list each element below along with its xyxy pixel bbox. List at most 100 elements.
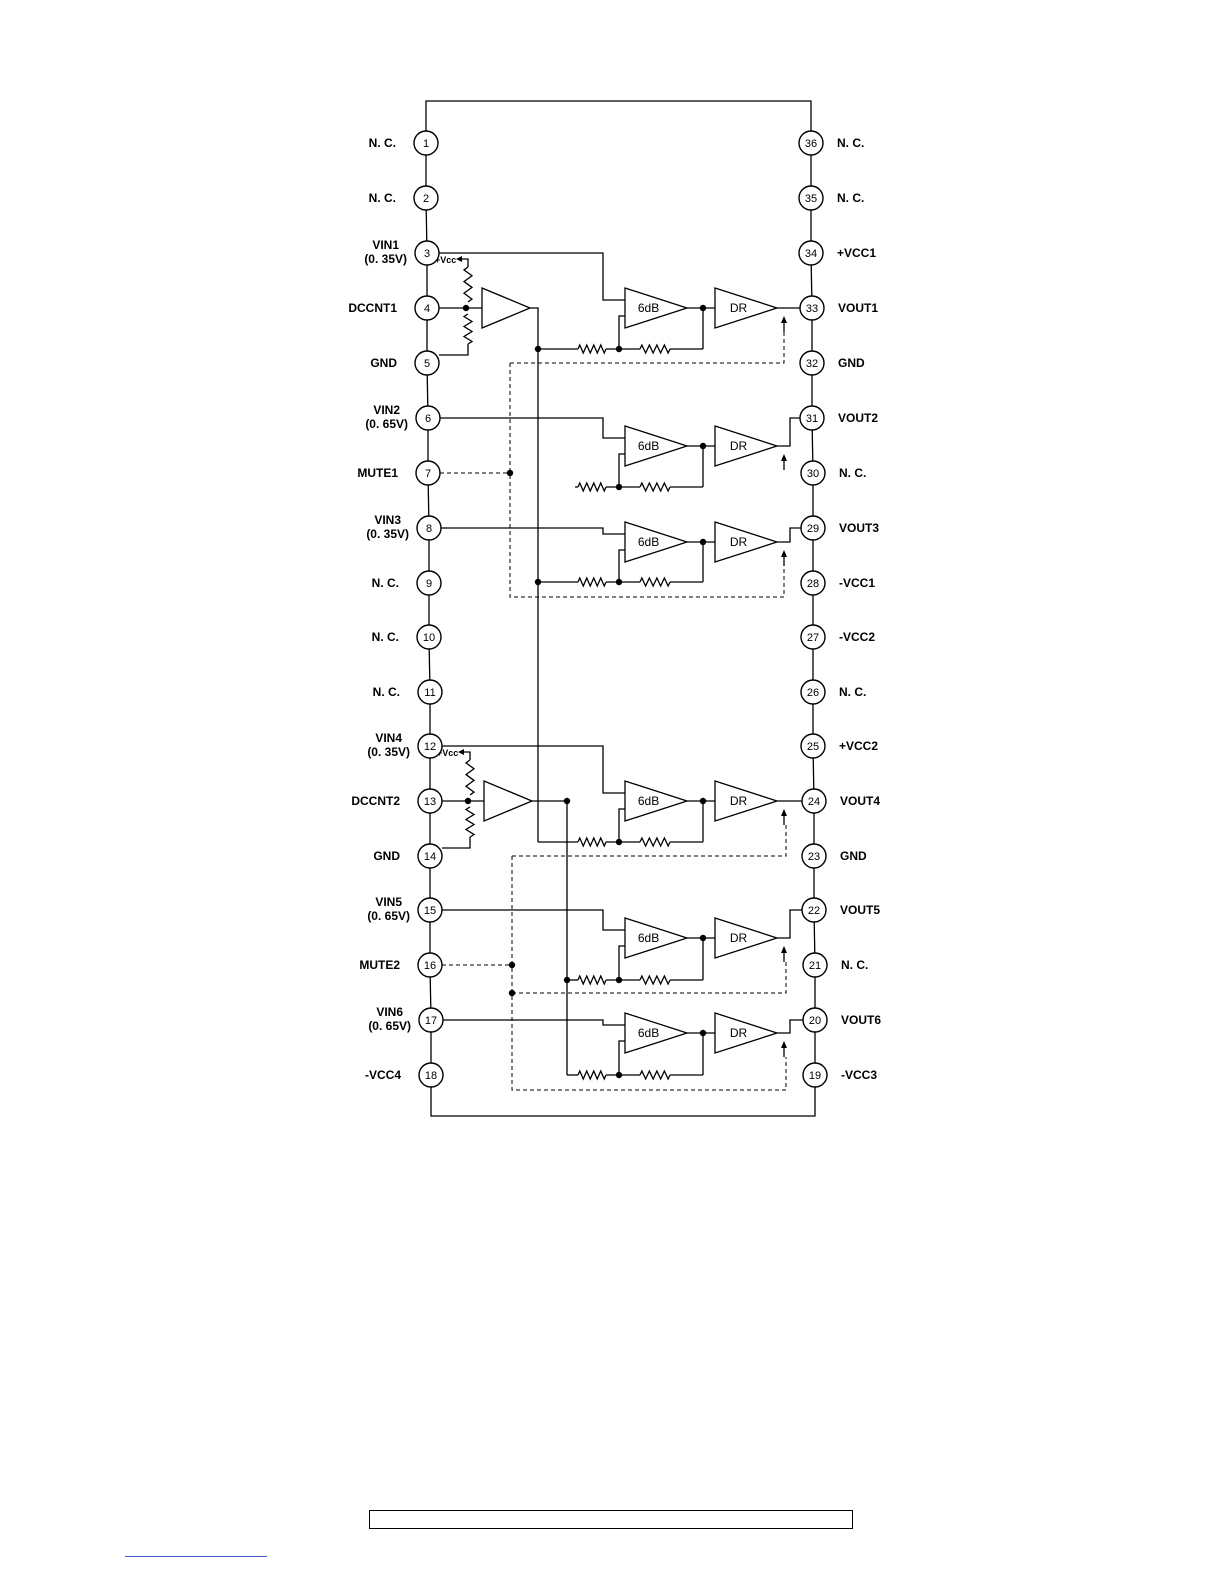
junction-dot: [464, 797, 472, 805]
pin-19-number: 19: [809, 1070, 821, 1082]
gain-amp-6: [624, 1012, 690, 1054]
driver-amp-3: [714, 521, 780, 563]
mute-arrow: [781, 316, 787, 323]
to-gnd: [442, 837, 471, 849]
pin-24-number: 24: [808, 796, 820, 808]
pin-4-circle: [414, 295, 440, 321]
pin-23-label: GND: [840, 849, 867, 863]
mute1-ch1: [510, 332, 785, 364]
pin-33-circle: [799, 295, 825, 321]
pin-10-number: 10: [423, 632, 435, 644]
pin-29-number: 29: [807, 523, 819, 535]
pin-31-label: VOUT2: [838, 411, 878, 425]
wiring: [425, 100, 816, 1117]
pin-36-label: N. C.: [837, 136, 864, 150]
pin-14-number: 14: [424, 851, 436, 863]
feedback-resistor: [639, 576, 671, 588]
pin-8-number: 8: [426, 523, 432, 535]
upper-resistor: [462, 266, 474, 303]
junction-dot: [615, 1071, 623, 1079]
pin-16-label: MUTE2: [359, 958, 400, 972]
pin-12-label: VIN4: [375, 731, 402, 745]
pin-36-circle: [798, 130, 824, 156]
junction-dot: [563, 797, 571, 805]
pin-22-number: 22: [808, 905, 820, 917]
vcc-arrow: [456, 256, 462, 262]
pin-15-label: VIN5: [375, 895, 402, 909]
pin-32-label: GND: [838, 356, 865, 370]
inv-input-wire: [618, 315, 625, 349]
inv-input-wire: [618, 945, 625, 980]
pin-6-number: 6: [425, 413, 431, 425]
pin-27-number: 27: [807, 632, 819, 644]
driver-amp-2: [714, 425, 780, 467]
mute1-ch3: [509, 363, 785, 598]
pin-12-number: 12: [424, 741, 436, 753]
mute-arrow: [781, 550, 787, 557]
pin-36-number: 36: [805, 138, 817, 150]
pin-7-circle: [415, 460, 441, 486]
gain-amp-3-label: 6dB: [638, 535, 659, 549]
input-resistor: [577, 1069, 607, 1081]
pin-13-number: 13: [424, 796, 436, 808]
pin-9-label: N. C.: [372, 576, 399, 590]
pin-27-circle: [800, 624, 826, 650]
pin-28-circle: [800, 570, 826, 596]
footer-link-underline[interactable]: [125, 1556, 267, 1557]
pin-12-sublabel: (0. 35V): [367, 745, 410, 759]
gain-amp-5: [624, 917, 690, 959]
mute2-ch4: [512, 825, 787, 857]
junction-dot: [615, 483, 623, 491]
pin-3-circle: [414, 240, 440, 266]
pin-25-label: +VCC2: [839, 739, 878, 753]
inv-input-wire: [618, 549, 625, 582]
pin-25-circle: [800, 733, 826, 759]
pin-5-label: GND: [370, 356, 397, 370]
driver-amp-4: [714, 780, 780, 822]
pin-31-circle: [799, 405, 825, 431]
pin-19-circle: [802, 1062, 828, 1088]
pin-35-label: N. C.: [837, 191, 864, 205]
dc-buffer-amp: [483, 780, 534, 822]
pin-22-label: VOUT5: [840, 903, 880, 917]
pin-32-number: 32: [806, 358, 818, 370]
pin-4-number: 4: [424, 303, 430, 315]
pin-20-circle: [802, 1007, 828, 1033]
pin-7-label: MUTE1: [357, 466, 398, 480]
pin-29-circle: [800, 515, 826, 541]
mute-arrow: [781, 809, 787, 816]
mute-arrow: [781, 946, 787, 953]
lower-resistor: [464, 806, 476, 838]
pin-5-circle: [414, 350, 440, 376]
pin-17-label: VIN6: [376, 1005, 403, 1019]
inv-input-wire: [618, 1040, 625, 1075]
driver-amp-2-label: DR: [730, 439, 748, 453]
junction-dot: [506, 469, 514, 477]
junction-dot: [615, 578, 623, 586]
pin-33-label: VOUT1: [838, 301, 878, 315]
pin-14-label: GND: [373, 849, 400, 863]
pin-24-circle: [801, 788, 827, 814]
pin-12-circle: [417, 733, 443, 759]
pin-30-circle: [800, 460, 826, 486]
pin-18-number: 18: [425, 1070, 437, 1082]
pin-6-label: VIN2: [373, 403, 400, 417]
package-top-wire: [425, 100, 812, 143]
inv-input-wire: [618, 453, 625, 487]
pin-7-number: 7: [425, 468, 431, 480]
output-wire-5: [777, 909, 802, 939]
gain-amp-3: [624, 521, 690, 563]
vcc-label: +Vcc: [435, 255, 456, 265]
pin-20-number: 20: [809, 1015, 821, 1027]
pin-21-label: N. C.: [841, 958, 868, 972]
pin-2-label: N. C.: [369, 191, 396, 205]
pin-19-label: -VCC3: [841, 1068, 877, 1082]
input-wire-2: [440, 417, 625, 439]
feedback-resistor: [639, 481, 671, 493]
pin-33-number: 33: [806, 303, 818, 315]
gain-amp-4-label: 6dB: [638, 794, 659, 808]
pin-30-label: N. C.: [839, 466, 866, 480]
package-bottom-wire: [430, 1075, 816, 1117]
